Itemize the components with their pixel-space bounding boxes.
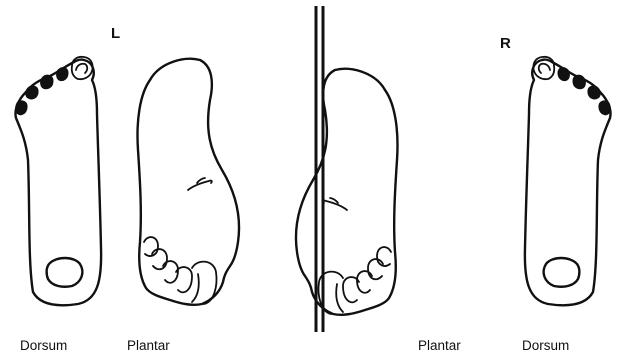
left-side-label: L [111, 25, 120, 42]
left-dorsum-toenail [26, 86, 38, 99]
left-dorsum-toenail [41, 75, 53, 89]
right-plantar-drawing [296, 69, 398, 315]
right-plantar-label: Plantar [418, 338, 461, 353]
left-dorsum-toenail [16, 101, 27, 115]
right-side-label: R [500, 35, 511, 52]
left-plantar-toe [144, 237, 158, 256]
right-dorsum-ankle [544, 258, 580, 287]
left-plantar-label: Plantar [127, 338, 170, 353]
right-dorsum-label: Dorsum [522, 338, 569, 353]
left-dorsum-label: Dorsum [20, 338, 67, 353]
right-plantar-toe [368, 259, 383, 279]
right-dorsum-toenail [599, 101, 610, 115]
left-foot-group: L Dorsum [15, 25, 239, 353]
right-dorsum-drawing [525, 57, 611, 305]
left-dorsum-ankle [47, 258, 83, 287]
right-plantar-arch-mark [323, 201, 347, 210]
right-dorsum-toenail [573, 75, 585, 89]
left-plantar-toe [152, 249, 167, 269]
left-dorsum-drawing [15, 57, 101, 305]
right-foot-group: R [296, 35, 611, 353]
right-dorsum-toenail [558, 68, 569, 81]
left-plantar-arch-mark [188, 181, 212, 190]
right-dorsum-toenail [588, 86, 600, 99]
left-dorsum-toenail [57, 68, 68, 81]
left-plantar-drawing [138, 59, 240, 305]
right-plantar-toe [377, 247, 391, 266]
